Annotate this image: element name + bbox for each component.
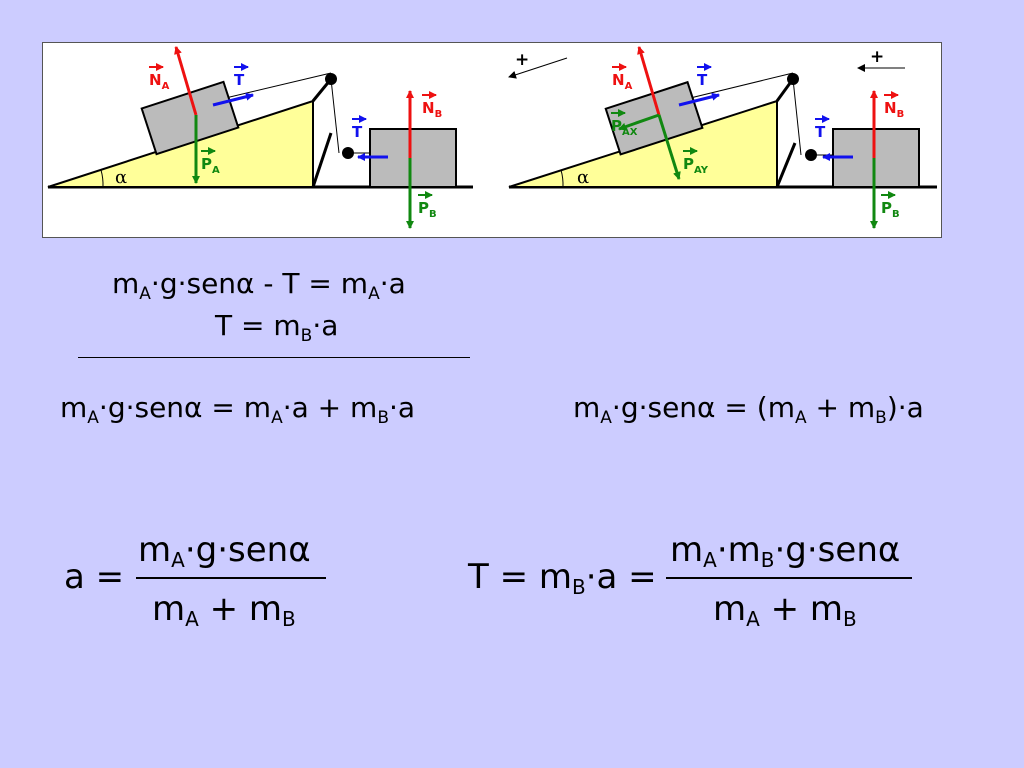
- physics-diagram: NA T NB T PA PB α: [42, 42, 942, 238]
- normal-force-a: [174, 46, 198, 116]
- label-pa: PA: [201, 155, 220, 176]
- equation-block-a: mA·g·senα - T = mA·a: [112, 267, 406, 304]
- formula-a-fraction-bar: [136, 577, 326, 579]
- weight-component-ay: [657, 114, 681, 180]
- sum-rule: [78, 357, 470, 358]
- formula-a-denominator: mA + mB: [152, 589, 296, 631]
- formula-t-numerator: mA·mB·g·senα: [670, 530, 901, 572]
- label-t2: T: [352, 123, 363, 141]
- label-t2-right: T: [815, 123, 826, 141]
- weight-component-ax: [618, 113, 660, 131]
- equation-sum: mA·g·senα = mA·a + mB·a: [60, 391, 416, 428]
- equation-factored: mA·g·senα = (mA + mB)·a: [573, 391, 924, 428]
- label-pay: PAY: [683, 155, 709, 176]
- plus-sign-1: +: [515, 50, 529, 70]
- pulley-top: [325, 73, 337, 85]
- rope: [212, 72, 332, 102]
- label-pb-right: PB: [881, 199, 900, 220]
- label-t1-right: T: [697, 71, 708, 89]
- label-na: NA: [149, 71, 170, 92]
- formula-a-lhs: a =: [64, 557, 125, 597]
- left-diagram: NA T NB T PA PB α: [47, 46, 473, 229]
- formula-a-numerator: mA·g·senα: [138, 530, 311, 572]
- direction-arrow-incline: [508, 57, 568, 79]
- equation-block-b: T = mB·a: [215, 309, 339, 346]
- diagram-svg: NA T NB T PA PB α: [47, 46, 937, 229]
- label-nb-right: NB: [884, 99, 904, 120]
- formula-t-fraction-bar: [666, 577, 912, 579]
- label-pb: PB: [418, 199, 437, 220]
- label-alpha-left: α: [115, 167, 127, 188]
- tension-a: [212, 92, 254, 107]
- label-t1: T: [234, 71, 245, 89]
- pulley-bottom: [342, 147, 354, 159]
- formula-t-lhs: T = mB·a =: [468, 557, 657, 599]
- angle-arc: [100, 169, 104, 188]
- label-nb: NB: [422, 99, 442, 120]
- plus-sign-2: +: [870, 47, 884, 67]
- label-pax: PAX: [611, 117, 638, 138]
- label-na-right: NA: [612, 71, 633, 92]
- formula-t-denominator: mA + mB: [713, 589, 857, 631]
- label-alpha-right: α: [577, 167, 589, 188]
- right-diagram: + + NA T NB T PAX PAY PB α: [508, 46, 937, 229]
